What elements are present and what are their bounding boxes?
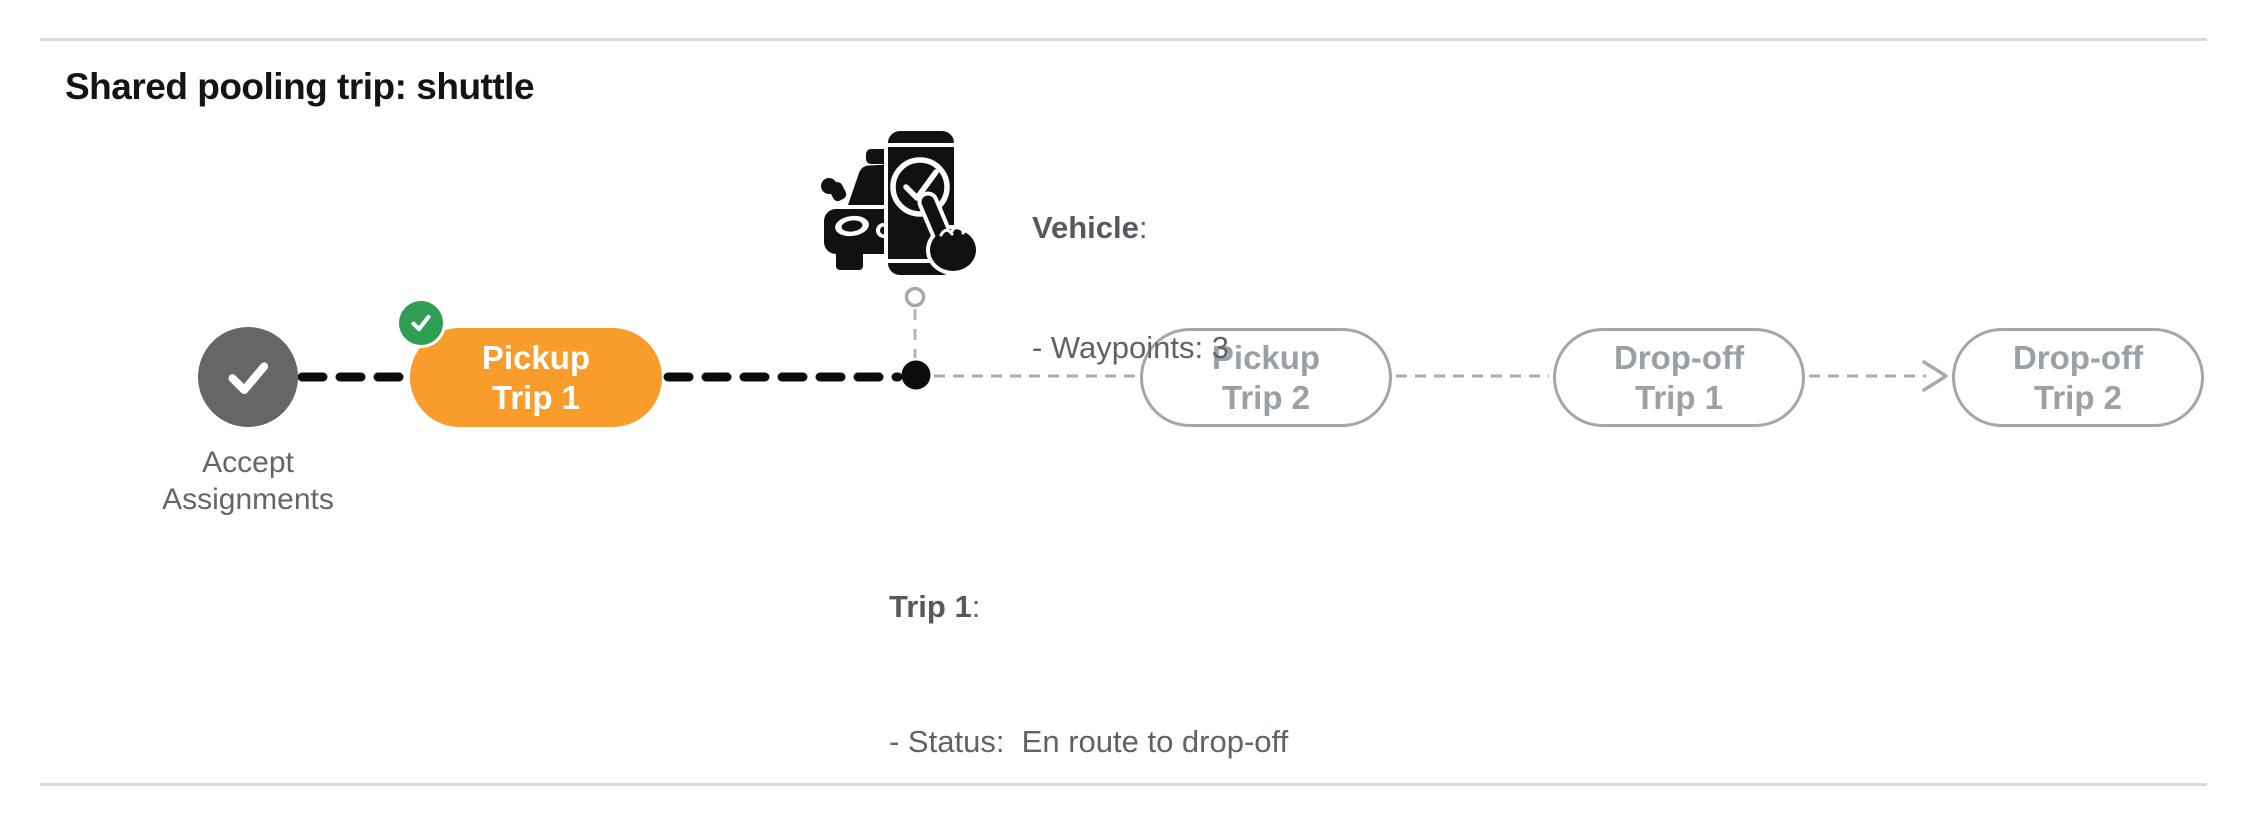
node-pickup-trip-1-line1: Pickup [481,338,591,376]
completed-badge [396,298,446,348]
node-dropoff-trip-1-line1: Drop-off [1613,338,1745,376]
checkmark-icon [228,362,269,395]
node-pickup-trip-2-line2: Trip 2 [1221,378,1311,416]
top-divider [40,38,2207,41]
accept-assignments-node [198,327,298,427]
node-dropoff-trip-1: Drop-off Trip 1 [1553,328,1805,427]
current-position-dot [901,360,931,390]
page-title: Shared pooling trip: shuttle [65,66,535,107]
node-pickup-trip-1-line2: Trip 1 [491,378,581,416]
node-pickup-trip-2-line1: Pickup [1211,338,1321,376]
trip-info: Trip 1: - Status: En route to drop-off -… [889,494,1288,825]
vehicle-phone-check-icon [821,127,980,279]
node-pickup-trip-1: Pickup Trip 1 [410,328,662,427]
bottom-divider [40,783,2207,786]
checkmark-icon [411,314,431,332]
node-dropoff-trip-1-line2: Trip 1 [1634,378,1724,416]
vehicle-anchor-circle [904,286,926,308]
accept-label-line2: Assignments [162,483,334,516]
vehicle-info-waypoints: - Waypoints: 3 [1032,330,1229,365]
accept-label-line1: Accept [202,446,294,479]
trip1-status-line: - Status: En route to drop-off [889,724,1289,759]
vehicle-info-heading: Vehicle: [1032,210,1148,245]
node-pickup-trip-2: Pickup Trip 2 [1140,328,1392,427]
accept-assignments-label: Accept Assignments [98,444,398,518]
arrowhead-icon [1922,360,1948,392]
node-dropoff-trip-2-line1: Drop-off [2012,338,2144,376]
pointing-hand-icon [917,191,980,275]
node-dropoff-trip-2-line2: Trip 2 [2033,378,2123,416]
trip1-heading: Trip 1: [889,589,981,624]
vehicle-info: Vehicle: - Waypoints: 3 [1032,128,1229,448]
node-dropoff-trip-2: Drop-off Trip 2 [1952,328,2204,427]
